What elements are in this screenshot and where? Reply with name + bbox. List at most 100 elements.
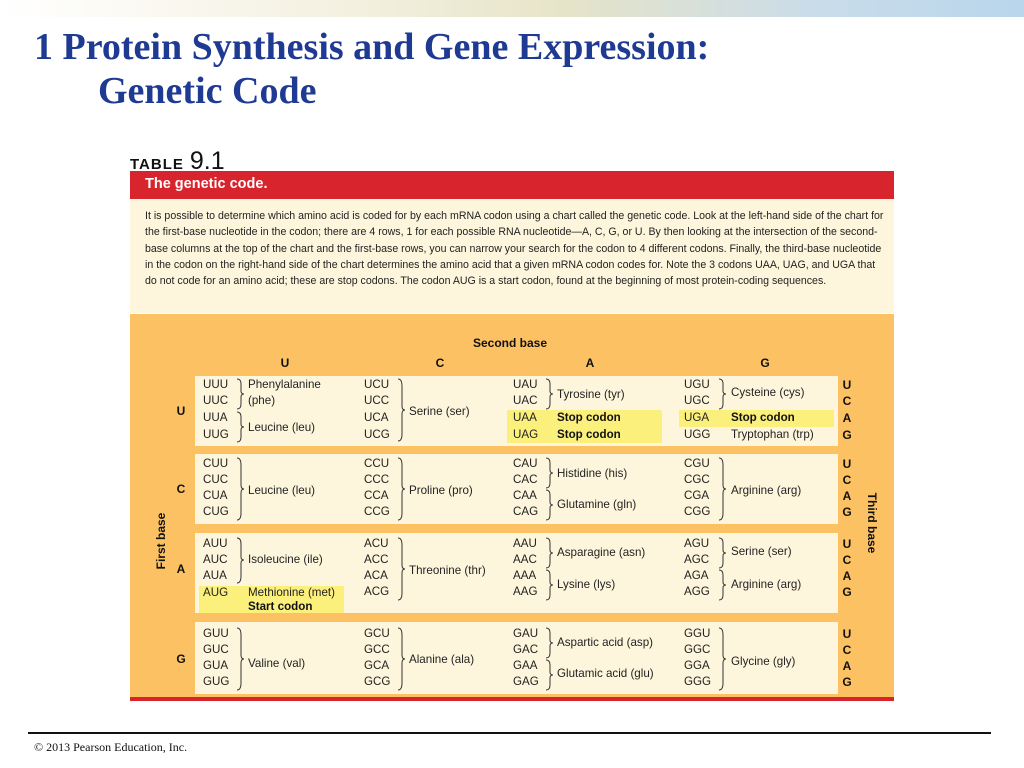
table-label: TABLE 9.1 [130,147,225,175]
third-base-letter: A [842,569,852,583]
codon: UUG [203,428,229,441]
codon: CCU [364,457,390,470]
codon: UAA [513,411,537,424]
codon: AGU [684,537,710,550]
codon: UGA [684,411,710,424]
table-caption-bar: The genetic code. [130,171,894,199]
codon: GUG [203,675,230,688]
codon: GCU [364,627,390,640]
codon: UAG [513,428,539,441]
amino-acid-label: Proline (pro) [409,484,473,497]
third-base-letter: A [842,659,852,673]
third-base-letter: C [842,643,852,657]
codon: UUU [203,378,229,391]
codon: GGA [684,659,710,672]
codon: GGC [684,643,711,656]
amino-acid-label: Isoleucine (ile) [248,553,323,566]
codon: AUU [203,537,228,550]
codon-group-brace [718,569,727,601]
amino-acid-label: Arginine (arg) [731,578,802,591]
codon: AGC [684,553,710,566]
amino-acid-label: Glutamic acid (glu) [557,667,654,680]
footer-divider [28,732,991,734]
amino-acid-label: Asparagine (asn) [557,546,646,559]
third-base-letter: C [842,473,852,487]
codon-group-brace [236,627,245,691]
amino-acid-label: Leucine (leu) [248,484,316,497]
codon: UGG [684,428,711,441]
codon: CGG [684,505,711,518]
codon: CAG [513,505,539,518]
top-gradient-bar [0,0,1024,17]
codon: GUC [203,643,229,656]
codon: CCC [364,473,390,486]
codon: CUG [203,505,229,518]
codon-group-brace [236,411,245,443]
stop-codon-highlight [679,410,834,427]
codon-group-brace [236,537,245,584]
codon-group-brace [545,537,554,569]
codon-group-brace [397,378,406,442]
third-base-header: Third base [865,492,879,554]
codon-group-brace [397,537,406,601]
amino-acid-label: Leucine (leu) [248,421,316,434]
third-base-letter: U [842,457,852,471]
codon: CCG [364,505,390,518]
codon: CAC [513,473,538,486]
codon: GGG [684,675,712,688]
codon: AUC [203,553,228,566]
codon-group-brace [545,659,554,691]
codon-group-brace [545,378,554,410]
second-base-column-header: G [760,356,770,370]
amino-acid-label: Glutamine (gln) [557,498,637,511]
codon: CUC [203,473,229,486]
codon: AUG [203,586,229,599]
amino-acid-label: Serine (ser) [409,405,470,418]
first-base-row-label: A [176,562,186,576]
amino-acid-label: Phenylalanine [248,378,321,391]
table-label-word: TABLE [130,156,184,173]
codon: ACA [364,569,388,582]
third-base-letter: G [842,585,852,599]
codon: CUA [203,489,228,502]
chart-bottom-rule [130,697,894,701]
amino-acid-label: Aspartic acid (asp) [557,636,654,649]
codon: UCA [364,411,389,424]
third-base-letter: G [842,428,852,442]
codon: UCG [364,428,390,441]
codon: CGA [684,489,710,502]
start-codon-highlight [199,586,344,613]
amino-acid-label: Histidine (his) [557,467,628,480]
amino-acid-label: Lysine (lys) [557,578,616,591]
codon: GCC [364,643,390,656]
slide-title-line1: 1 Protein Synthesis and Gene Expression: [34,26,710,68]
table-caption: The genetic code. [145,176,268,192]
start-codon-label: Start codon [248,600,313,613]
codon: CAU [513,457,538,470]
third-base-letter: A [842,411,852,425]
table-label-number: 9.1 [189,147,225,175]
codon: AUA [203,569,227,582]
row-background-g [195,622,838,694]
codon: GCG [364,675,391,688]
codon-group-brace [236,457,245,521]
amino-acid-label: Methionine (met) [248,586,335,599]
codon: UGC [684,394,710,407]
amino-acid-label: Cysteine (cys) [731,386,805,399]
stop-codon-label: Stop codon [557,428,621,441]
codon: ACC [364,553,389,566]
slide-title-line2: Genetic Code [98,70,317,112]
codon-group-brace [718,378,727,410]
third-base-letter: G [842,505,852,519]
codon: AAG [513,585,538,598]
stop-codon-label: Stop codon [731,411,795,424]
codon: GAA [513,659,538,672]
table-description: It is possible to determine which amino … [145,210,884,288]
table-description-box: It is possible to determine which amino … [130,199,894,313]
codon: AAC [513,553,537,566]
codon: ACU [364,537,389,550]
codon: CUU [203,457,229,470]
codon-group-brace [545,569,554,601]
codon-group-brace [545,457,554,489]
codon: AAA [513,569,537,582]
